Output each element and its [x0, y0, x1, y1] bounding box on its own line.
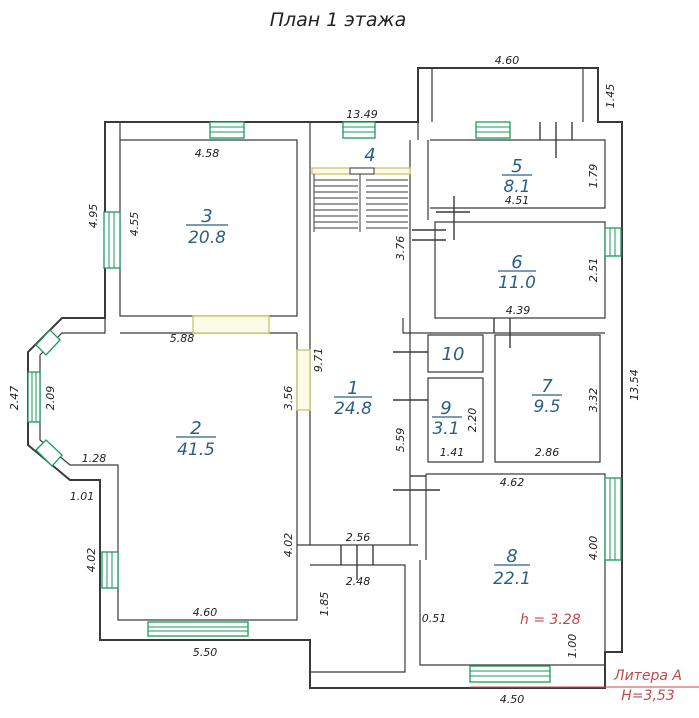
litera-block: Литера А H=3,53 [470, 668, 699, 704]
walls [27, 67, 623, 689]
room-4-number: 4 [364, 145, 375, 166]
dim-room5-width: 4.51 [505, 194, 530, 207]
room-8-number: 8 [506, 546, 517, 567]
dim-porch-width: 2.48 [346, 575, 371, 588]
dim-room6-width: 4.39 [506, 304, 531, 317]
room-3-area: 20.8 [188, 228, 226, 248]
dim-room5-height: 1.79 [587, 164, 600, 189]
dim-corridor-lower: 5.59 [394, 428, 407, 453]
room-9-number: 9 [440, 398, 451, 419]
room-labels: 3 20.8 4 5 8.1 6 11.0 1 24.8 10 9 3.1 7 … [176, 145, 562, 589]
dim-room3-height: 4.55 [128, 212, 141, 237]
dim-room2-lower-right: 4.02 [282, 533, 295, 558]
room-6-number: 6 [511, 252, 522, 273]
dim-room8-width: 4.62 [500, 476, 525, 489]
dim-porch-depth: 1.85 [318, 592, 331, 617]
dim-room9-width: 1.41 [440, 446, 465, 459]
room-1-area: 24.8 [334, 399, 372, 419]
dim-opening: 3.56 [282, 386, 295, 411]
dim-total-width: 13.49 [346, 108, 378, 121]
room-7-number: 7 [541, 376, 553, 397]
dim-bay-step: 1.28 [82, 452, 107, 465]
ceiling-height-note: h = 3.28 [520, 612, 581, 628]
dim-room8-step: 1.00 [566, 634, 579, 659]
dim-corridor-upper: 3.76 [394, 236, 407, 261]
total-height-label: H=3,53 [621, 688, 674, 704]
dim-wing-height: 4.95 [87, 204, 100, 229]
dim-balcony-depth: 1.45 [604, 84, 617, 109]
room-3-number: 3 [201, 206, 212, 227]
dim-bay-outer: 2.47 [8, 386, 21, 411]
room-5-number: 5 [511, 156, 522, 177]
door-markers [340, 122, 573, 580]
dim-vestibule-top: 2.56 [346, 531, 371, 544]
litera-label: Литера А [613, 668, 682, 684]
room-2-area: 41.5 [177, 440, 215, 460]
staircase [313, 167, 408, 232]
dim-room2-lower-left: 4.02 [85, 548, 98, 573]
dim-room7-height: 3.32 [587, 388, 600, 413]
dim-bottom-left: 5.50 [193, 646, 218, 659]
dim-bay-inner: 2.09 [44, 386, 57, 411]
plan-title: План 1 этажа [270, 9, 407, 31]
dim-room7-width: 2.86 [535, 446, 560, 459]
dim-right-total: 13.54 [628, 369, 641, 401]
dim-room8-height: 4.00 [587, 536, 600, 561]
room-9-area: 3.1 [432, 419, 459, 439]
dim-room3-width: 4.58 [195, 147, 220, 160]
room-2-number: 2 [190, 418, 201, 439]
room-5-area: 8.1 [503, 177, 530, 197]
room-7-area: 9.5 [533, 397, 560, 417]
dim-room6-height: 2.51 [587, 258, 600, 283]
windows [27, 121, 622, 683]
dim-balcony-width: 4.60 [495, 54, 520, 67]
dim-room2-top: 5.88 [170, 332, 195, 345]
room-1-number: 1 [347, 378, 358, 399]
room-10-number: 10 [442, 344, 465, 365]
dim-room2-bottom: 4.60 [193, 606, 218, 619]
dim-room8-offset: 0.51 [422, 612, 447, 625]
dim-room9-height: 2.20 [466, 408, 479, 433]
dim-hall-height: 9.71 [312, 348, 325, 373]
dim-bottom-right: 4.50 [500, 693, 525, 706]
dim-step-depth: 1.01 [70, 490, 95, 503]
room-6-area: 11.0 [498, 273, 536, 293]
dimension-labels: 4.60 1.45 13.49 4.58 4.95 4.55 1.79 4.51… [8, 54, 641, 706]
room-8-area: 22.1 [493, 569, 531, 589]
